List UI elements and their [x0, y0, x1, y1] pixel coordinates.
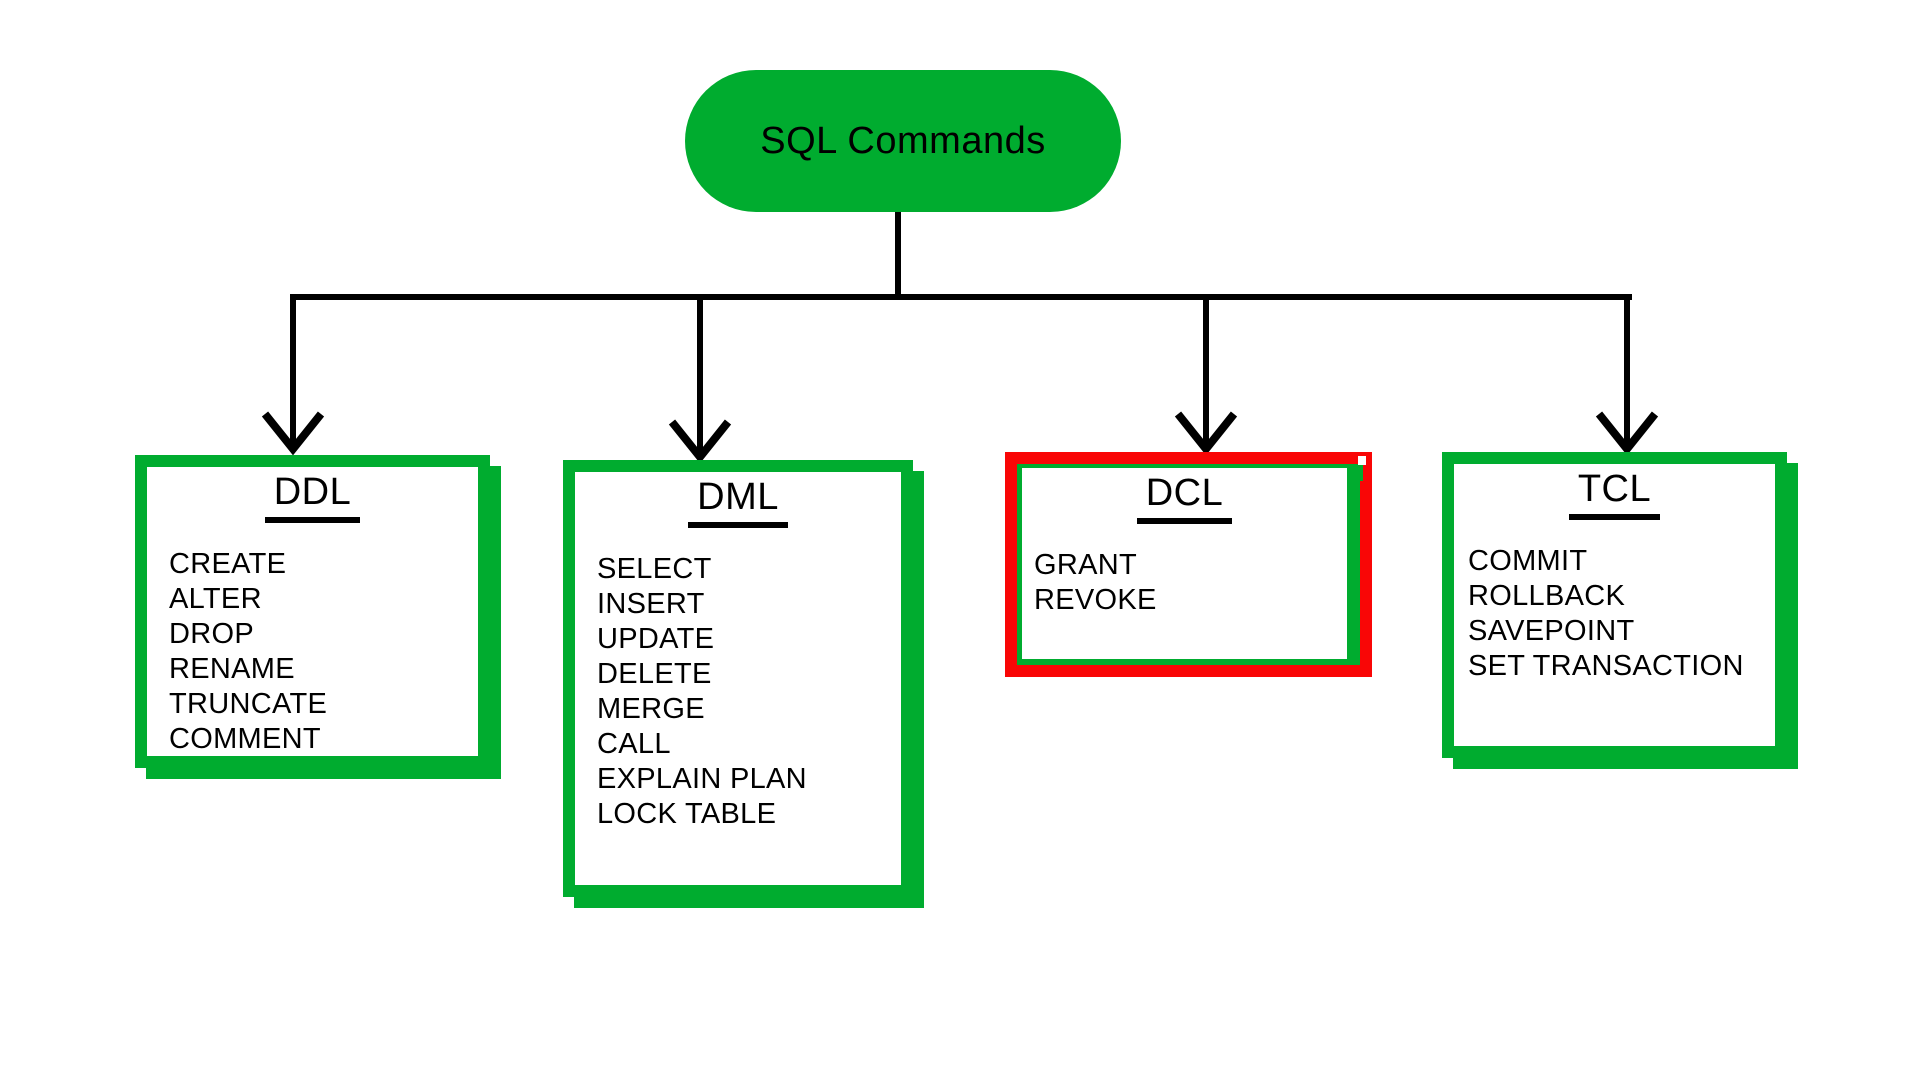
- list-item: CREATE: [169, 548, 287, 580]
- box-ddl-title: DDL: [147, 469, 478, 523]
- list-item: ROLLBACK: [1468, 580, 1626, 612]
- box-dcl-title: DCL: [1022, 470, 1347, 524]
- box-dcl-title-text: DCL: [1136, 470, 1233, 524]
- list-item: COMMIT: [1468, 545, 1588, 577]
- list-item: INSERT: [597, 588, 705, 620]
- box-dml: DML SELECT INSERT UPDATE DELETE MERGE CA…: [563, 460, 913, 897]
- list-item: ALTER: [169, 583, 262, 615]
- list-item: MERGE: [597, 693, 705, 725]
- box-dml-list: SELECT INSERT UPDATE DELETE MERGE CALL E…: [575, 552, 901, 832]
- dcl-corner-artifact-green: [1353, 465, 1363, 481]
- list-item: COMMENT: [169, 723, 321, 755]
- list-item: REVOKE: [1034, 584, 1157, 616]
- box-ddl-list: CREATE ALTER DROP RENAME TRUNCATE COMMEN…: [147, 547, 478, 757]
- box-tcl: TCL COMMIT ROLLBACK SAVEPOINT SET TRANSA…: [1442, 452, 1787, 758]
- list-item: DROP: [169, 618, 254, 650]
- list-item: CALL: [597, 728, 671, 760]
- box-ddl: DDL CREATE ALTER DROP RENAME TRUNCATE CO…: [135, 455, 490, 768]
- list-item: SAVEPOINT: [1468, 615, 1635, 647]
- list-item: LOCK TABLE: [597, 798, 777, 830]
- box-tcl-title: TCL: [1454, 466, 1775, 520]
- list-item: EXPLAIN PLAN: [597, 763, 807, 795]
- list-item: SELECT: [597, 553, 712, 585]
- box-dcl-inner-border: DCL GRANT REVOKE: [1017, 464, 1360, 665]
- box-dcl: DCL GRANT REVOKE: [1005, 452, 1372, 677]
- box-dcl-list: GRANT REVOKE: [1022, 548, 1347, 618]
- box-dml-title: DML: [575, 474, 901, 528]
- dcl-corner-artifact-white: [1358, 456, 1366, 465]
- box-tcl-list: COMMIT ROLLBACK SAVEPOINT SET TRANSACTIO…: [1454, 544, 1775, 684]
- box-ddl-title-text: DDL: [264, 469, 361, 523]
- list-item: RENAME: [169, 653, 295, 685]
- box-dml-title-text: DML: [688, 474, 788, 528]
- list-item: GRANT: [1034, 549, 1137, 581]
- root-node-sql-commands: SQL Commands: [685, 70, 1121, 212]
- list-item: UPDATE: [597, 623, 715, 655]
- list-item: TRUNCATE: [169, 688, 328, 720]
- root-node-label: SQL Commands: [760, 119, 1046, 162]
- list-item: DELETE: [597, 658, 712, 690]
- box-tcl-title-text: TCL: [1568, 466, 1661, 520]
- list-item: SET TRANSACTION: [1468, 650, 1744, 682]
